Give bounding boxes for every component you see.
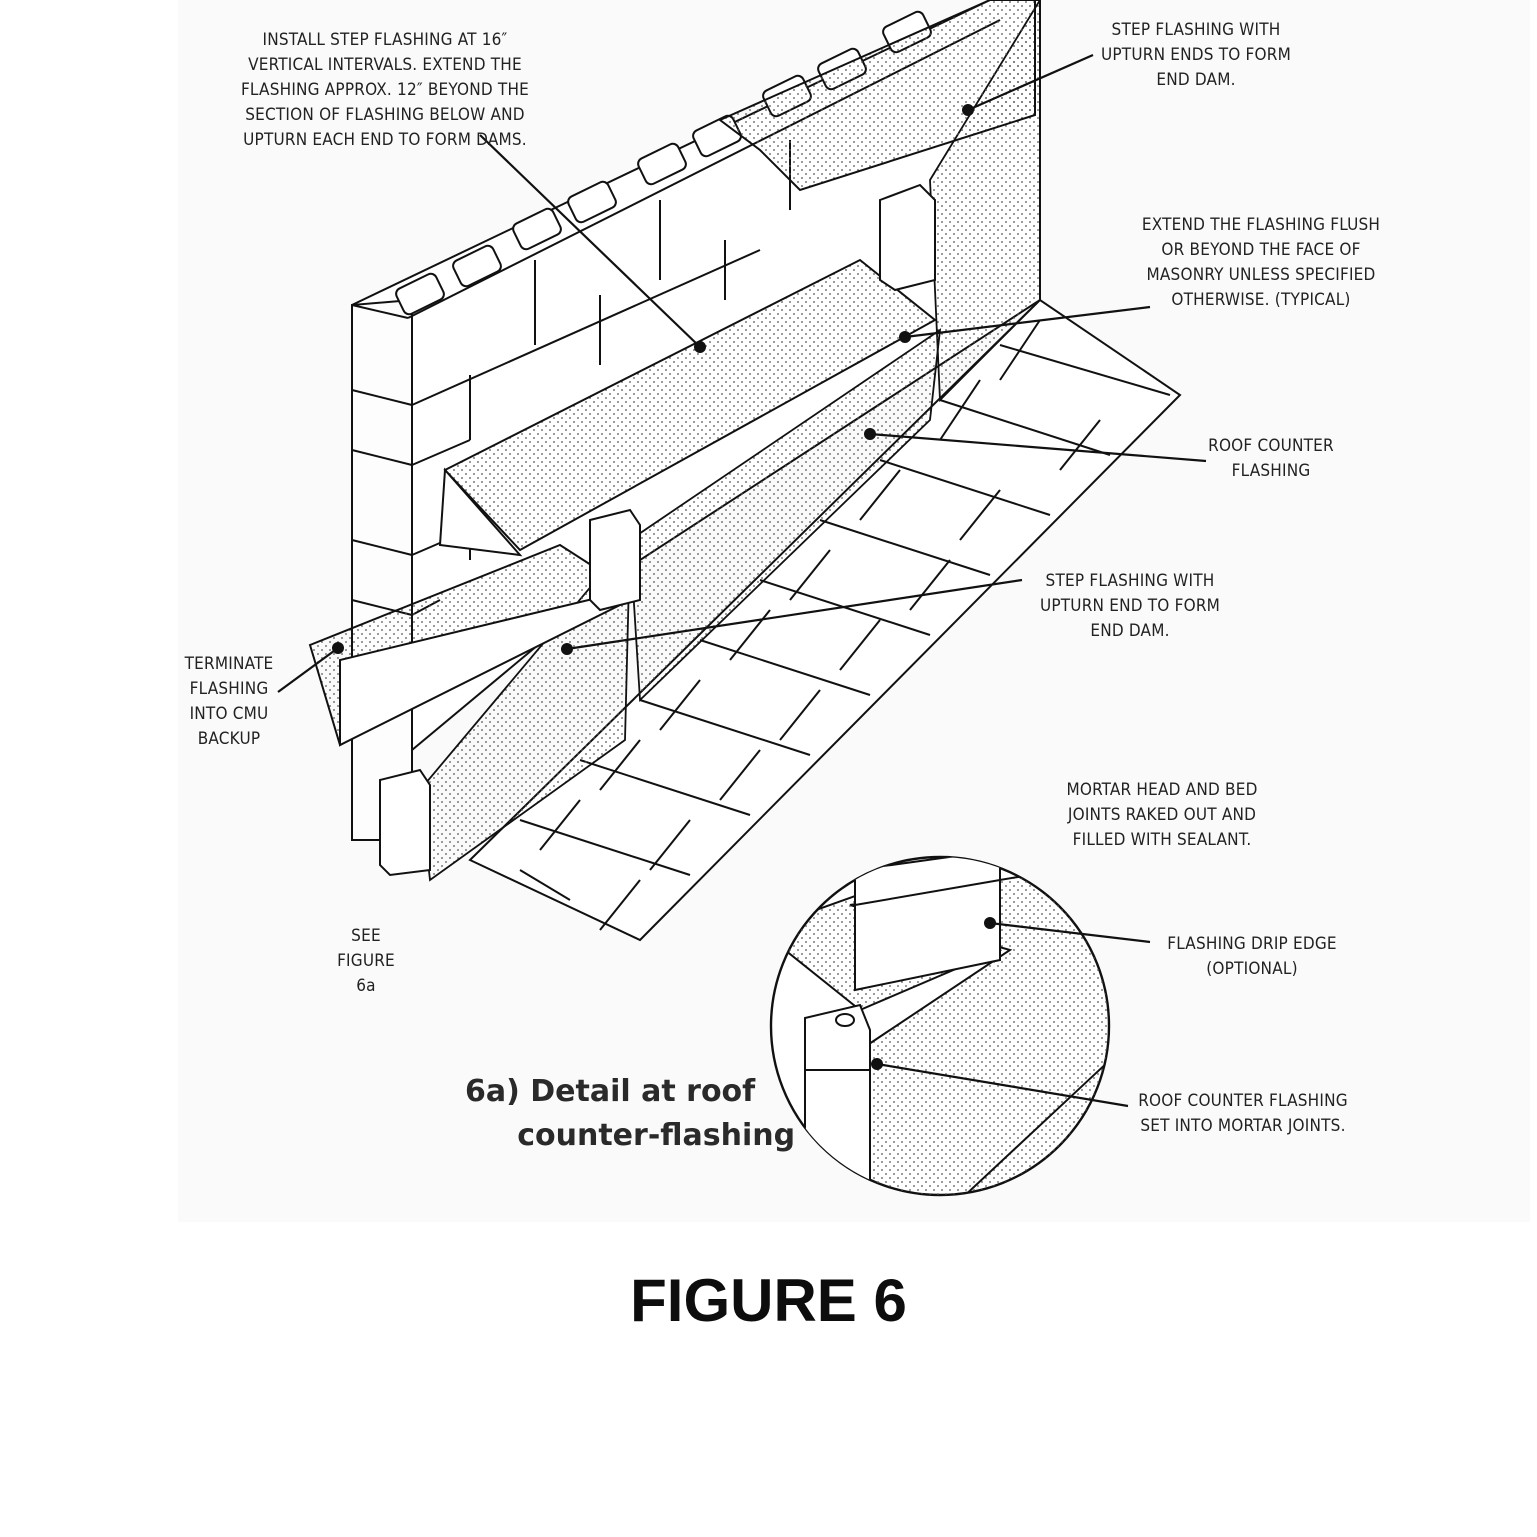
label-roof-counter-flashing-set: ROOF COUNTER FLASHING SET INTO MORTAR JO… <box>1138 1091 1348 1136</box>
label-flashing-drip-edge: FLASHING DRIP EDGE (OPTIONAL) <box>1167 934 1337 979</box>
figure-title: FIGURE 6 <box>630 1267 907 1334</box>
detail-circle-6a <box>769 855 1111 1197</box>
cmu-end-blocks <box>379 183 936 877</box>
label-step-flashing-upturn-end: STEP FLASHING WITH UPTURN END TO FORM EN… <box>1039 571 1221 641</box>
label-extend-flashing-flush: EXTEND THE FLASHING FLUSH OR BEYOND THE … <box>1141 215 1381 310</box>
label-step-flashing-upturn-ends: STEP FLASHING WITH UPTURN ENDS TO FORM E… <box>1100 20 1291 90</box>
callout-leaders <box>277 53 1207 1108</box>
label-terminate-flashing: TERMINATE FLASHING INTO CMU BACKUP <box>184 654 274 749</box>
label-mortar-joints: MORTAR HEAD AND BED JOINTS RAKED OUT AND… <box>1066 780 1258 850</box>
roof-shingles <box>468 298 1182 942</box>
detail-caption: 6a) Detail at roof counter-flashing <box>465 1074 796 1153</box>
label-roof-counter-flashing: ROOF COUNTER FLASHING <box>1208 436 1334 481</box>
label-see-figure: SEE FIGURE 6a <box>337 926 395 996</box>
step-flashing-pieces <box>308 0 1036 747</box>
label-install-step-flashing: INSTALL STEP FLASHING AT 16″ VERTICAL IN… <box>240 30 530 150</box>
